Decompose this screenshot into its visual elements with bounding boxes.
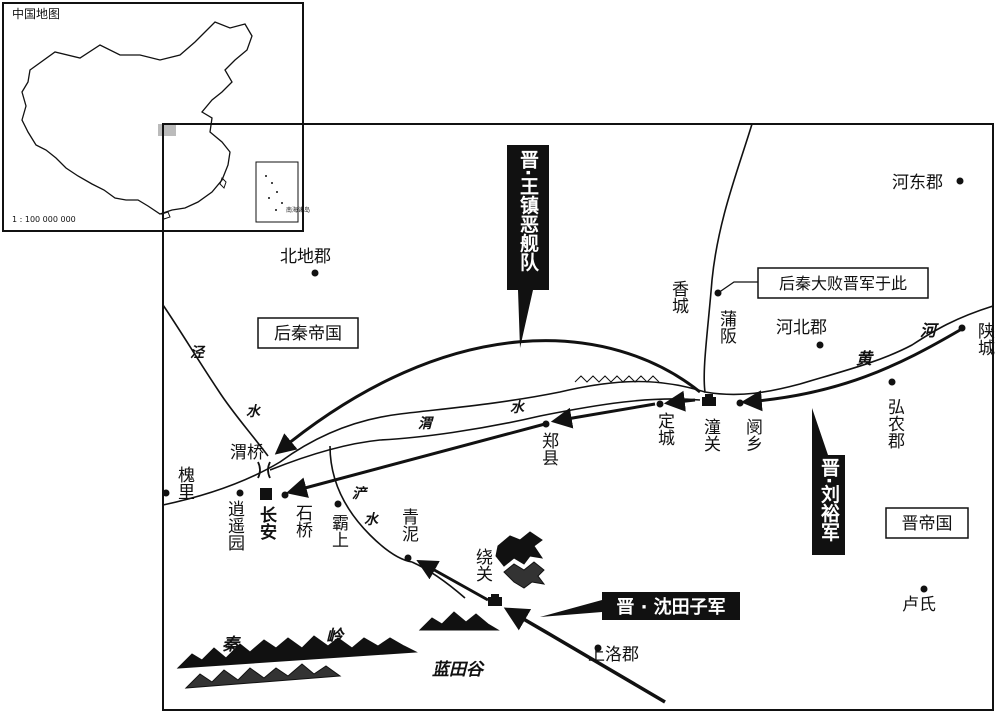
label-dingcheng: 定城 bbox=[654, 412, 675, 446]
box-houqin: 后秦帝国 bbox=[257, 317, 359, 349]
qingni-stream bbox=[411, 561, 466, 599]
river-label-jing: 泾 bbox=[190, 345, 206, 361]
shen-route-main bbox=[503, 607, 666, 704]
label-hongnong: 弘农郡 bbox=[884, 398, 905, 449]
shen-route-qingni bbox=[416, 559, 489, 602]
taiwan-shape bbox=[219, 177, 227, 189]
label-lushi: 卢氏 bbox=[902, 595, 936, 615]
banner-shen-text: 晋 · 沈田子军 bbox=[616, 596, 725, 618]
label-changan: 长安 bbox=[256, 505, 277, 541]
label-zhengxian: 郑县 bbox=[538, 432, 559, 466]
box-defeat-note: 后秦大败晋军于此 bbox=[717, 267, 929, 299]
south-sea-islands bbox=[265, 175, 283, 211]
label-hebei: 河北郡 bbox=[776, 318, 827, 338]
bridge-symbol bbox=[257, 461, 271, 479]
banner-liu-text: 晋·刘裕军 bbox=[818, 458, 840, 542]
label-qingni: 青泥 bbox=[398, 508, 419, 543]
inset-title: 中国地图 bbox=[12, 6, 60, 21]
river-label-chan: 浐 bbox=[352, 485, 369, 502]
town-markers bbox=[162, 177, 966, 652]
river-label-wei-shui: 水 bbox=[510, 399, 525, 416]
changan-marker bbox=[260, 488, 272, 500]
banner-liu: 晋·刘裕军 bbox=[812, 408, 845, 555]
inset-highlight bbox=[158, 124, 176, 136]
riverbank-wave bbox=[574, 375, 660, 383]
label-wenxiang: 阌乡 bbox=[742, 418, 762, 452]
main-map-frame bbox=[162, 123, 994, 711]
china-outline bbox=[21, 21, 253, 215]
wei-river-south bbox=[269, 398, 701, 471]
liu-route-east bbox=[740, 328, 961, 412]
rivers bbox=[162, 123, 994, 599]
label-xiaoyaoyuan: 逍遥园 bbox=[224, 500, 245, 551]
mountain-label-qin: 秦 bbox=[222, 635, 241, 655]
label-lantiangu: 蓝田谷 bbox=[432, 660, 485, 680]
inset-frame bbox=[2, 2, 304, 232]
jing-river bbox=[162, 304, 269, 457]
lantian-mountains bbox=[418, 531, 546, 631]
mountain-label-ling: 岭 bbox=[326, 627, 345, 647]
box-houqin-text: 后秦帝国 bbox=[274, 324, 342, 344]
river-label-he: 河 bbox=[920, 321, 939, 340]
inset-scale: 1 : 100 000 000 bbox=[12, 215, 76, 224]
label-shiqiao: 石桥 bbox=[292, 504, 313, 538]
label-weiqiao: 渭桥 bbox=[230, 443, 264, 463]
river-label-chan-shui: 水 bbox=[364, 511, 379, 528]
label-huaili: 槐里 bbox=[174, 466, 195, 500]
box-jin: 晋帝国 bbox=[885, 507, 969, 539]
label-hedong: 河东郡 bbox=[892, 173, 943, 193]
label-raoguan: 绕关 bbox=[472, 548, 493, 582]
south-sea-label: 南海诸岛 bbox=[286, 206, 310, 214]
inset-map: 中国地图 南海诸岛 1 : 100 000 000 bbox=[2, 2, 310, 232]
banner-wang: 晋·王镇恶舰队 bbox=[507, 145, 549, 348]
box-jin-text: 晋帝国 bbox=[902, 514, 953, 534]
label-xiangcheng: 香城 bbox=[668, 280, 689, 314]
label-shangluo: 上洛郡 bbox=[588, 645, 639, 665]
banner-shen: 晋 · 沈田子军 bbox=[540, 592, 740, 620]
liu-route-dingcheng bbox=[550, 402, 656, 429]
banner-wang-text: 晋·王镇恶舰队 bbox=[517, 150, 539, 272]
river-label-jing-shui: 水 bbox=[246, 403, 261, 420]
pass-markers bbox=[488, 394, 716, 606]
box-defeat-note-text: 后秦大败晋军于此 bbox=[779, 274, 907, 293]
wang-fleet-route bbox=[274, 339, 701, 455]
wei-river-north bbox=[162, 380, 706, 506]
label-puban: 蒲阪 bbox=[716, 310, 737, 344]
label-tongguan: 潼关 bbox=[700, 418, 721, 452]
qinling-mountains bbox=[176, 635, 418, 689]
river-label-huang: 黄 bbox=[856, 349, 874, 368]
label-bashang: 霸上 bbox=[328, 514, 349, 548]
chan-river bbox=[329, 445, 413, 563]
liu-route-changan bbox=[285, 422, 546, 498]
river-label-wei: 渭 bbox=[418, 416, 434, 432]
liu-route-tongguan bbox=[663, 390, 696, 412]
yellow-river bbox=[703, 123, 994, 396]
label-shancheng: 陕城 bbox=[974, 322, 995, 356]
label-beidi: 北地郡 bbox=[280, 247, 331, 267]
